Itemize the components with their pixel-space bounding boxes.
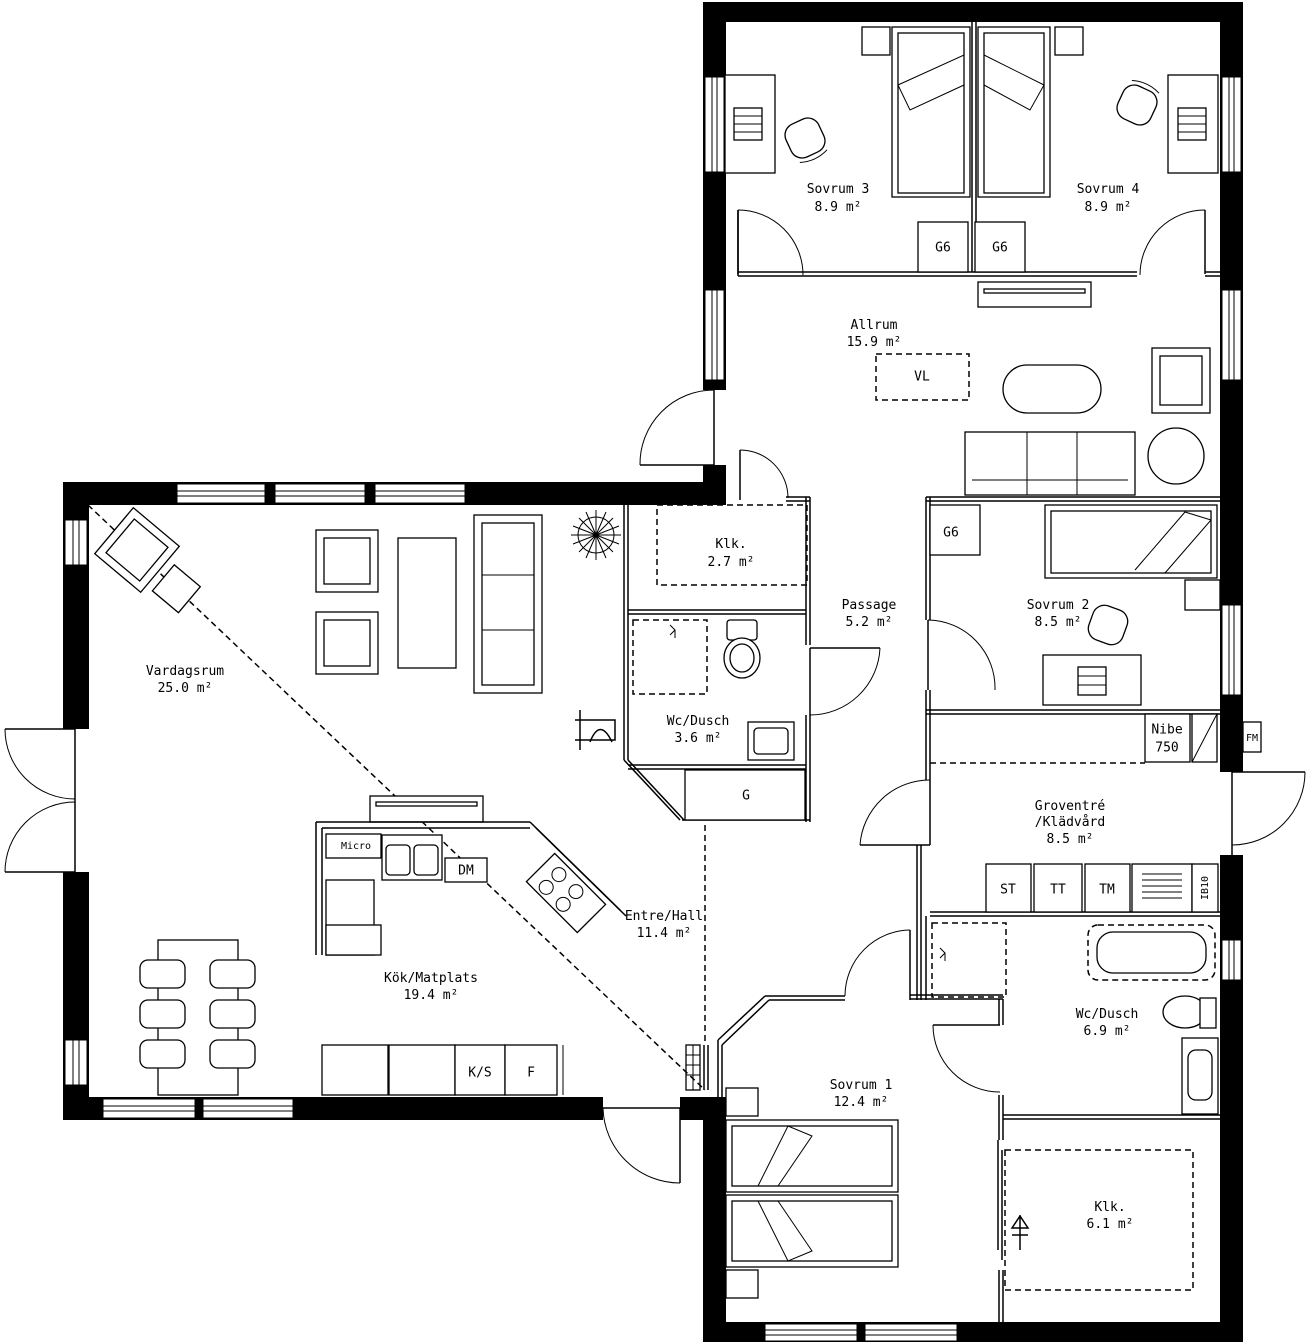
utility-furniture: ST TT TM IB10: [985, 863, 1219, 913]
ks-label: K/S: [468, 1066, 491, 1081]
room-area: 8.5 m²: [1047, 832, 1094, 847]
room-name: Kök/Matplats: [384, 971, 478, 986]
room-name: Passage: [842, 598, 897, 613]
room-name: Sovrum 3: [807, 182, 870, 197]
tt-label: TT: [1050, 883, 1066, 898]
room-name: Sovrum 1: [830, 1078, 893, 1093]
wc-small-furniture: G: [669, 619, 806, 821]
micro-label: Micro: [341, 841, 371, 852]
nibe-label: Nibe: [1151, 723, 1182, 738]
room-name: Sovrum 2: [1027, 598, 1090, 613]
windows: [64, 76, 1242, 1342]
living-room-furniture: [93, 506, 621, 750]
bedroom-3-4-furniture: G6 G6: [724, 26, 1219, 273]
bedroom-2-furniture: G6 Nibe 750 FM: [929, 504, 1262, 763]
room-labels: Sovrum 3 8.9 m² Sovrum 4 8.9 m² Allrum 1…: [146, 182, 1140, 1232]
room-name: Klk.: [715, 537, 746, 552]
room-name: Allrum: [851, 318, 898, 333]
g6-label: G6: [943, 526, 959, 541]
doors: [4, 209, 1306, 1260]
room-name: Entre/Hall: [625, 909, 703, 924]
room-name-line2: /Klädvård: [1035, 815, 1105, 830]
room-name: Groventré: [1035, 799, 1106, 814]
room-name: Vardagsrum: [146, 664, 224, 679]
room-area: 12.4 m²: [834, 1095, 889, 1110]
st-label: ST: [1000, 883, 1016, 898]
wc-large-furniture: [939, 924, 1219, 1115]
room-area: 8.9 m²: [815, 200, 862, 215]
room-area: 8.5 m²: [1035, 615, 1082, 630]
ib10-label: IB10: [1200, 876, 1211, 900]
room-area: 8.9 m²: [1085, 200, 1132, 215]
room-area: 6.1 m²: [1087, 1217, 1134, 1232]
room-area: 15.9 m²: [847, 335, 902, 350]
room-name: Wc/Dusch: [667, 714, 730, 729]
g6-label: G6: [935, 241, 951, 256]
vl-label: VL: [914, 370, 930, 385]
room-area: 11.4 m²: [637, 926, 692, 941]
room-area: 5.2 m²: [846, 615, 893, 630]
dm-label: DM: [458, 864, 474, 879]
room-area: 2.7 m²: [708, 555, 755, 570]
room-name: Wc/Dusch: [1076, 1007, 1139, 1022]
fm-label: FM: [1246, 733, 1258, 744]
room-area: 6.9 m²: [1084, 1024, 1131, 1039]
room-area: 3.6 m²: [675, 731, 722, 746]
tm-label: TM: [1099, 883, 1115, 898]
g6-label: G6: [992, 241, 1008, 256]
room-name: Klk.: [1094, 1200, 1125, 1215]
room-area: 25.0 m²: [158, 681, 213, 696]
g-label: G: [742, 789, 750, 804]
nibe-model-label: 750: [1155, 741, 1178, 756]
kitchen-furniture: Micro DM K/S F: [139, 795, 627, 1096]
room-name: Sovrum 4: [1077, 182, 1140, 197]
f-label: F: [527, 1066, 535, 1081]
bedroom-1-furniture: [725, 1087, 1030, 1299]
room-area: 19.4 m²: [404, 988, 459, 1003]
allrum-furniture: VL: [914, 281, 1211, 496]
